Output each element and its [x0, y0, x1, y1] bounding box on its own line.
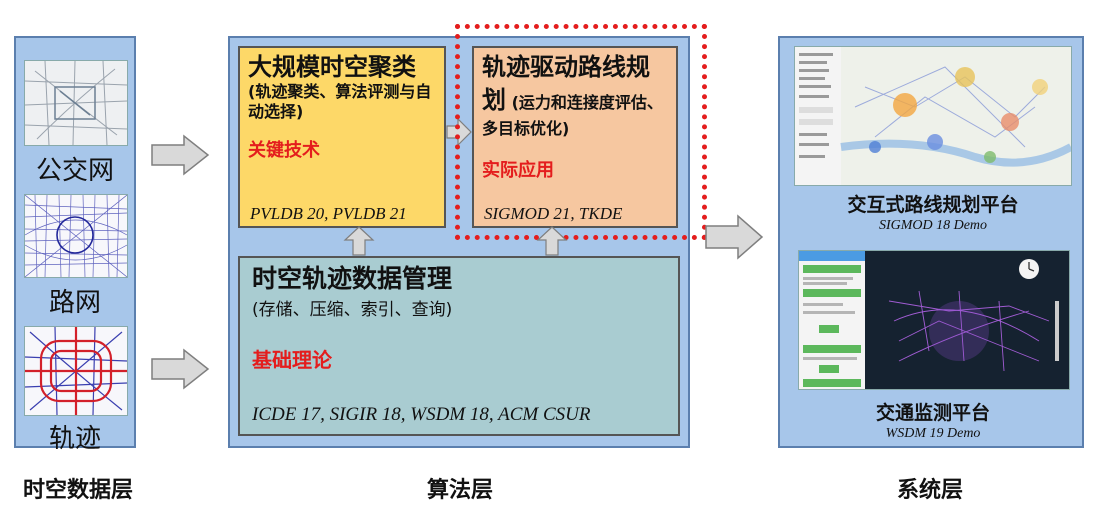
trajectory-label: 轨迹	[48, 424, 101, 454]
clustering-tag: 关键技术	[248, 140, 320, 161]
route-platform-screenshot	[794, 46, 1072, 186]
trajectory-map-image	[24, 326, 128, 416]
route-planning-title-b: 划	[482, 86, 506, 114]
clustering-citation: PVLDB 20, PVLDB 21	[250, 204, 407, 223]
arrow-right-icon	[151, 348, 210, 390]
arrow-up-icon	[343, 226, 375, 256]
road-network-label: 路网	[48, 288, 101, 318]
arrow-right-icon	[151, 134, 210, 176]
route-planning-title-line-2: 划 (运力和连接度评估、多目标优化)	[482, 85, 668, 142]
route-platform-title: 交互式路线规划平台	[847, 194, 1019, 216]
traffic-map-icon	[799, 251, 1069, 389]
trajectory-map-icon	[25, 327, 127, 415]
arrow-right-icon	[705, 214, 764, 260]
route-planning-title-line: 轨迹驱动路线规	[482, 52, 668, 85]
traffic-platform-title: 交通监测平台	[875, 402, 990, 424]
clustering-box: 大规模时空聚类 (轨迹聚类、算法评测与自动选择) 关键技术 PVLDB 20, …	[238, 46, 446, 228]
route-planning-subtitle: (运力和连接度评估、多目标优化)	[482, 93, 663, 138]
data-layer-label: 时空数据层	[22, 478, 133, 503]
system-layer-label: 系统层	[896, 478, 963, 503]
traffic-platform-demo: WSDM 19 Demo	[885, 426, 981, 441]
management-subtitle: (存储、压缩、索引、查询)	[252, 300, 453, 320]
route-platform-demo: SIGMOD 18 Demo	[878, 218, 988, 233]
route-planning-title-a: 轨迹驱动路线规	[482, 53, 650, 81]
arrow-up-icon	[536, 226, 568, 256]
road-network-map-icon	[25, 195, 127, 277]
algorithm-layer-label: 算法层	[426, 478, 493, 503]
route-planning-citation: SIGMOD 21, TKDE	[484, 204, 623, 223]
bus-network-map-image	[24, 60, 128, 146]
route-planning-highlight-frame	[455, 24, 707, 240]
bus-network-label: 公交网	[35, 156, 114, 186]
route-planning-tag: 实际应用	[482, 160, 554, 181]
route-planning-box: 轨迹驱动路线规 划 (运力和连接度评估、多目标优化) 实际应用 SIGMOD 2…	[472, 46, 678, 228]
road-network-map-image	[24, 194, 128, 278]
clustering-subtitle: (轨迹聚类、算法评测与自动选择)	[248, 82, 432, 121]
route-map-icon	[795, 47, 1071, 185]
management-tag: 基础理论	[252, 348, 332, 372]
management-title: 时空轨迹数据管理	[252, 264, 453, 293]
management-box: 时空轨迹数据管理 (存储、压缩、索引、查询) 基础理论 ICDE 17, SIG…	[238, 256, 680, 436]
bus-network-map-icon	[25, 61, 127, 145]
traffic-platform-screenshot	[798, 250, 1070, 390]
clustering-title: 大规模时空聚类	[248, 53, 416, 81]
management-citation: ICDE 17, SIGIR 18, WSDM 18, ACM CSUR	[252, 404, 591, 425]
